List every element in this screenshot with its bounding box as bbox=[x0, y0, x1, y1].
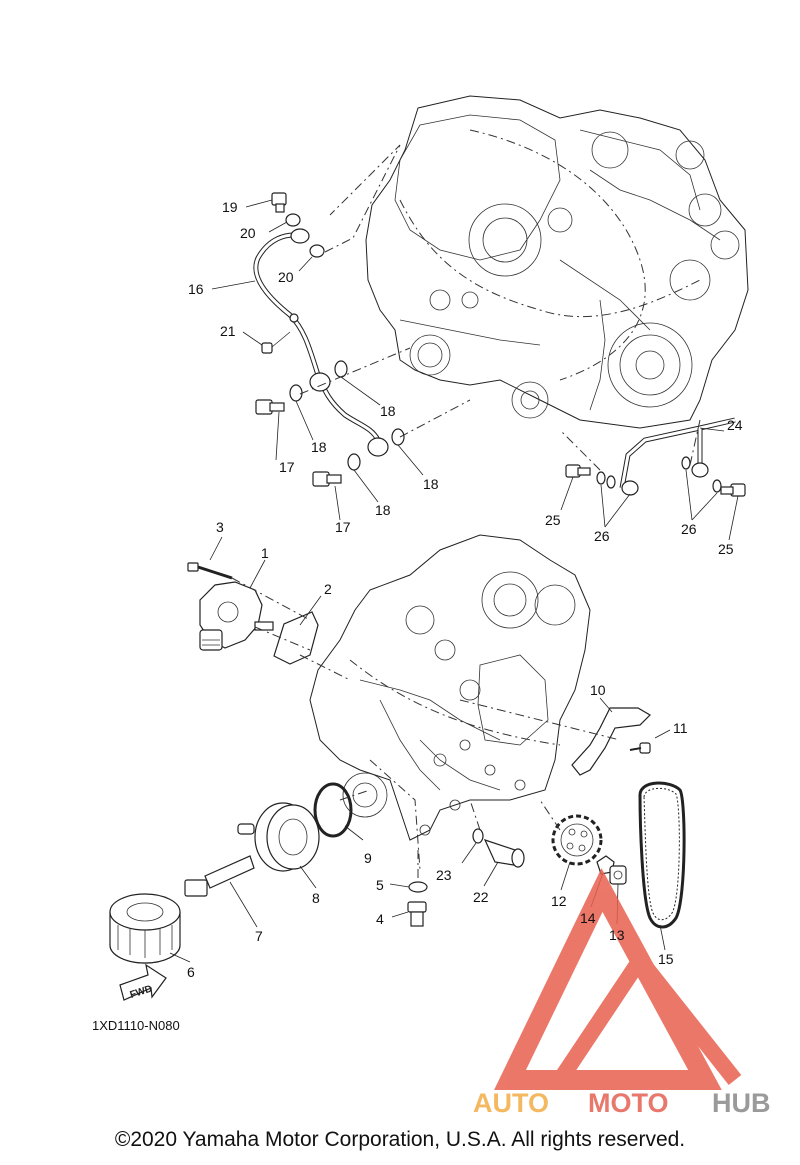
part-13-nut bbox=[609, 865, 627, 885]
part-18-gasket bbox=[334, 360, 348, 378]
part-26-gasket bbox=[712, 479, 722, 493]
callout-20: 20 bbox=[240, 225, 256, 241]
callout-24: 24 bbox=[727, 417, 743, 433]
callout-18: 18 bbox=[380, 403, 396, 419]
callout-17: 17 bbox=[335, 519, 351, 535]
part-11-bolt bbox=[629, 742, 651, 754]
callout-15: 15 bbox=[658, 951, 674, 967]
callout-8: 8 bbox=[312, 890, 320, 906]
diagram-code: 1XD1110-N080 bbox=[92, 1018, 180, 1033]
callout-10: 10 bbox=[590, 682, 606, 698]
watermark-hub: HUB bbox=[712, 1088, 771, 1118]
callout-18: 18 bbox=[423, 476, 439, 492]
part-6-oil-filter bbox=[109, 893, 181, 964]
callout-20: 20 bbox=[278, 269, 294, 285]
callout-16: 16 bbox=[188, 281, 204, 297]
watermark-logo-icon bbox=[494, 868, 742, 1090]
callout-23: 23 bbox=[436, 867, 452, 883]
callout-12: 12 bbox=[551, 893, 567, 909]
part-24-oil-delivery-pipe bbox=[619, 417, 736, 496]
copyright-notice: ©2020 Yamaha Motor Corporation, U.S.A. A… bbox=[114, 1128, 686, 1151]
part-25-union-bolt bbox=[565, 464, 591, 478]
part-5-gasket bbox=[408, 881, 428, 893]
part-9-o-ring bbox=[313, 782, 353, 838]
part-25-union-bolt bbox=[720, 483, 746, 497]
part-26-gasket bbox=[606, 475, 616, 489]
part-23-o-ring bbox=[472, 828, 484, 844]
part-1-pump-assembly bbox=[199, 581, 274, 651]
callout-11: 11 bbox=[673, 720, 688, 736]
callout-17: 17 bbox=[279, 459, 295, 475]
part-18-gasket bbox=[391, 428, 405, 446]
callout-9: 9 bbox=[364, 850, 372, 866]
part-19-union-bolt bbox=[271, 192, 287, 213]
callout-19: 19 bbox=[222, 199, 238, 215]
callout-26: 26 bbox=[594, 528, 610, 544]
callout-18: 18 bbox=[375, 502, 391, 518]
callout-21: 21 bbox=[220, 323, 236, 339]
part-17-union-bolt bbox=[312, 471, 342, 487]
callout-14: 14 bbox=[580, 910, 596, 926]
callout-2: 2 bbox=[324, 581, 332, 597]
part-15-chain bbox=[638, 781, 686, 929]
part-18-gasket bbox=[347, 453, 361, 471]
part-12-oil-pump-gear bbox=[551, 814, 603, 866]
part-18-gasket bbox=[289, 384, 303, 402]
part-10-chain-guide bbox=[571, 707, 651, 776]
part-7-oil-filter-stud bbox=[184, 855, 255, 897]
part-2-gasket bbox=[273, 611, 319, 665]
part-22-oil-strainer bbox=[483, 838, 525, 868]
callout-25: 25 bbox=[718, 541, 734, 557]
watermark-auto: AUTO bbox=[473, 1088, 549, 1118]
part-21-bolt bbox=[261, 331, 291, 354]
callout-4: 4 bbox=[376, 911, 384, 927]
part-20-gasket bbox=[309, 244, 325, 258]
part-16-oil-delivery-pipe bbox=[253, 228, 389, 457]
upper-crankcase bbox=[365, 95, 749, 429]
leader-lines bbox=[169, 144, 739, 963]
part-26-gasket bbox=[596, 471, 606, 485]
watermark-moto: MOTO bbox=[588, 1088, 669, 1118]
callout-3: 3 bbox=[216, 519, 224, 535]
callout-13: 13 bbox=[609, 927, 625, 943]
callout-1: 1 bbox=[261, 545, 269, 561]
callout-22: 22 bbox=[473, 889, 489, 905]
callout-25: 25 bbox=[545, 512, 561, 528]
part-8-oil-cooler bbox=[237, 802, 320, 872]
part-26-gasket bbox=[681, 456, 691, 470]
watermark-text: AUTO MOTO HUB bbox=[473, 1088, 771, 1118]
part-3-bolt bbox=[187, 562, 233, 580]
callout-7: 7 bbox=[255, 928, 263, 944]
part-20-gasket bbox=[285, 213, 301, 227]
part-4-drain-plug bbox=[407, 901, 427, 927]
part-17-union-bolt bbox=[255, 399, 285, 415]
fwd-arrow: FWD bbox=[119, 963, 167, 1001]
callout-18: 18 bbox=[311, 439, 327, 455]
callout-6: 6 bbox=[187, 964, 195, 980]
callout-5: 5 bbox=[376, 877, 384, 893]
callout-26: 26 bbox=[681, 521, 697, 537]
callout-labels: 19 20 20 16 21 18 18 17 18 18 17 24 25 2… bbox=[92, 199, 743, 1033]
lower-crankcase bbox=[309, 534, 591, 871]
